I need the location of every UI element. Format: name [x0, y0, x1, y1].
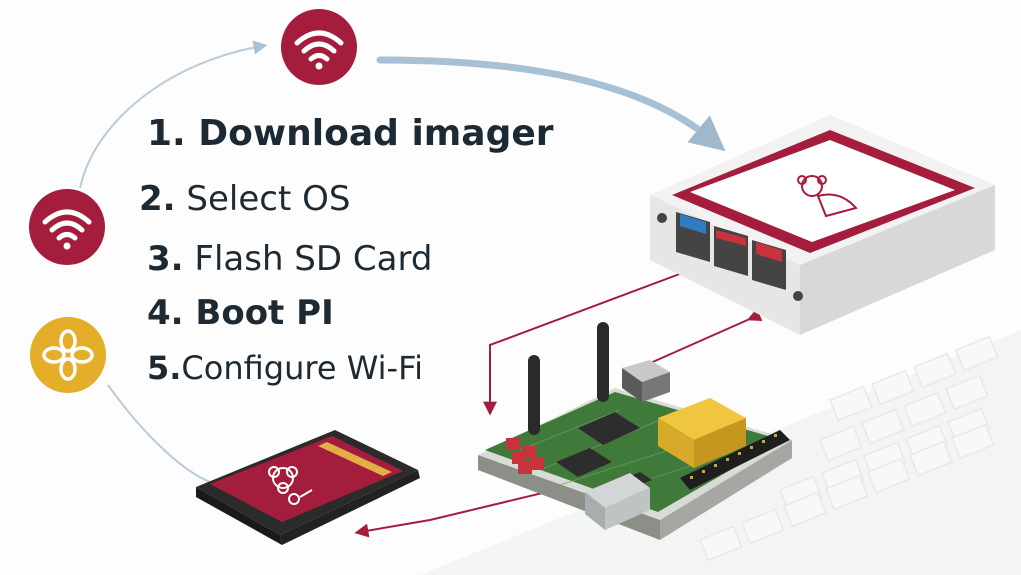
- yellow-module: [658, 398, 746, 468]
- arrow-board-to-sdcard: [354, 489, 556, 538]
- arrow-top-to-case: [376, 56, 726, 152]
- sd-contacts: [318, 442, 392, 476]
- arrow-wifi-to-top: [79, 40, 268, 189]
- step-number: 4.: [147, 293, 184, 333]
- pi-case: [650, 115, 995, 335]
- wifi-icon: [281, 9, 357, 85]
- step-label: Download imager: [198, 113, 554, 154]
- wifi-icon: [29, 189, 105, 265]
- step-boot-pi: 4. Boot PI: [147, 293, 334, 333]
- antennas: [528, 322, 609, 435]
- step-number: 2.: [139, 179, 176, 219]
- step-configure-wifi: 5.Configure Wi-Fi: [147, 349, 423, 387]
- usb-port: [585, 473, 650, 530]
- step-number: 5.: [147, 349, 182, 387]
- step-flash-sd-card: 3. Flash SD Card: [147, 239, 432, 279]
- step-number: 1.: [147, 113, 186, 154]
- step-label: Select OS: [186, 179, 351, 219]
- step-label: Boot PI: [195, 293, 334, 333]
- pi-board: [478, 322, 792, 540]
- arrow-case-to-board: [483, 271, 686, 416]
- gpio-header: [680, 430, 790, 490]
- step-download-imager: 1. Download imager: [147, 113, 554, 154]
- raspberry-logo-icon: [797, 175, 858, 218]
- step-label: Configure Wi-Fi: [181, 349, 424, 387]
- led-cluster: [506, 438, 544, 474]
- raspberry-logo-icon: [268, 466, 313, 505]
- crystal-component: [622, 360, 670, 402]
- flow-arrows: [79, 40, 726, 483]
- case-label: [690, 140, 955, 242]
- sd-card: [196, 430, 420, 545]
- arrow-to-sdcard: [107, 384, 211, 483]
- step-select-os: 2. Select OS: [139, 179, 350, 219]
- step-number: 3.: [147, 239, 184, 279]
- case-ports: [676, 212, 786, 290]
- memory-chip: [556, 448, 612, 477]
- step-label: Flash SD Card: [194, 239, 433, 279]
- clover-icon: [30, 317, 106, 393]
- cpu-chip: [578, 412, 640, 445]
